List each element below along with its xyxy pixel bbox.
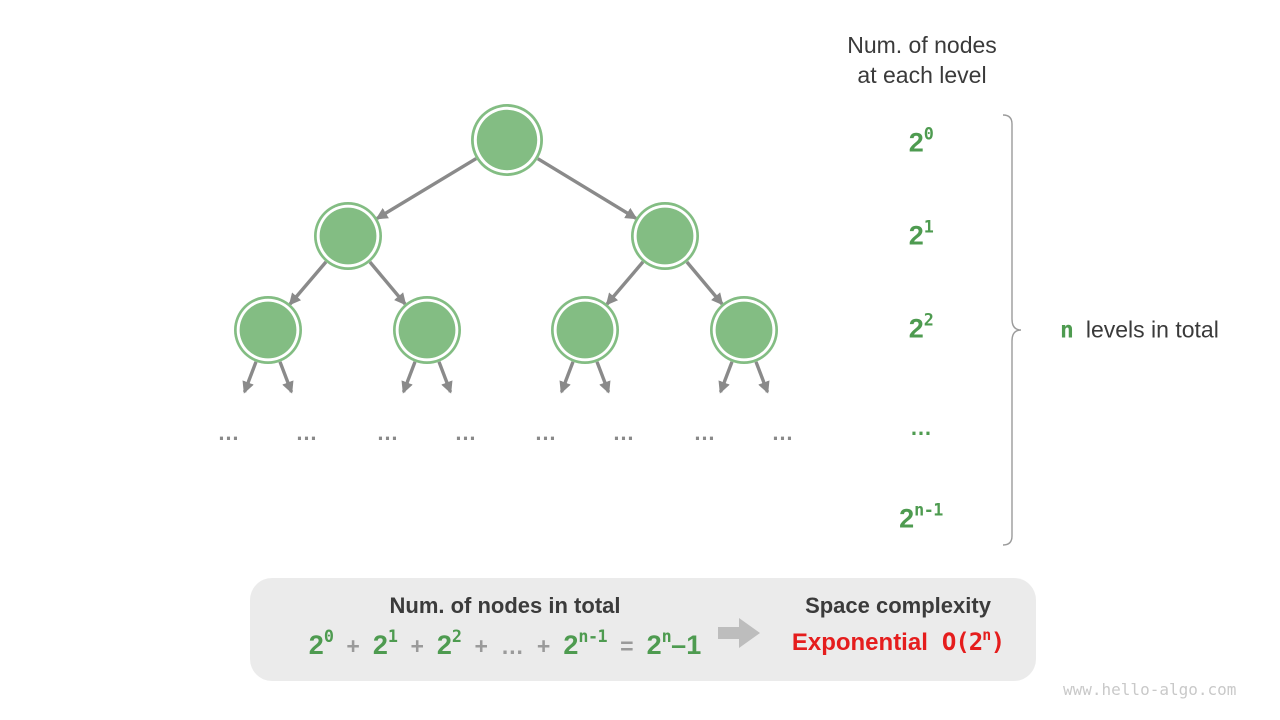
tree-ellipsis: … — [693, 420, 717, 445]
term-base: 2 — [436, 630, 452, 660]
level-count-exp: n-1 — [914, 499, 943, 520]
level-count-exp: 2 — [923, 309, 934, 330]
level-count-base: … — [910, 415, 932, 441]
tree-edge — [242, 361, 258, 394]
tree-node — [631, 202, 699, 270]
tree-edge — [401, 361, 417, 394]
tree-node — [314, 202, 382, 270]
tree-node-root — [471, 104, 543, 176]
tree-edges — [242, 157, 770, 394]
total-nodes-column: Num. of nodes in total 20 + 21 + 22 + … … — [266, 593, 744, 661]
level-count-base: 2 — [908, 127, 924, 158]
level-count-label: 22 — [858, 309, 984, 345]
formula-operator: + — [474, 633, 488, 659]
tree-nodes — [234, 104, 778, 364]
formula-ellipsis: … — [500, 633, 524, 659]
term-exp: n-1 — [578, 626, 608, 647]
tree-ellipsis: … — [217, 420, 241, 445]
level-count-exp: 0 — [923, 123, 934, 144]
formula-term: 2n-1 — [563, 626, 608, 661]
tree-node — [710, 296, 778, 364]
levels-column-header: Num. of nodes at each level — [790, 30, 1054, 90]
header-line-1: Num. of nodes — [847, 32, 997, 58]
tree-edge — [278, 361, 294, 394]
term-base: 2 — [372, 630, 388, 660]
tree-edge — [685, 260, 724, 306]
watermark: www.hello-algo.com — [1063, 680, 1237, 699]
level-count-label: 21 — [858, 216, 984, 252]
right-arrow-icon — [718, 618, 760, 648]
total-levels-text: levels in total — [1085, 316, 1219, 343]
term-base: 2 — [308, 630, 324, 660]
term-exp: n — [661, 626, 672, 647]
level-count-label: … — [858, 415, 984, 441]
header-line-2: at each level — [857, 62, 987, 88]
formula-operator: + — [410, 633, 424, 659]
tree-ellipsis: … — [454, 420, 478, 445]
big-o-notation: O(2n) — [941, 625, 1005, 656]
big-o-post: ) — [990, 628, 1005, 656]
formula-operator: + — [346, 633, 360, 659]
formula-term: 22 — [436, 626, 462, 661]
tree-edge — [754, 361, 770, 394]
tree-ellipsis: … — [376, 420, 400, 445]
formula-operator: + — [536, 633, 551, 659]
tree-node — [551, 296, 619, 364]
total-nodes-title: Num. of nodes in total — [389, 593, 621, 618]
curly-brace — [1002, 114, 1022, 546]
formula-term: 20 — [308, 626, 334, 661]
space-complexity-title: Space complexity — [805, 593, 991, 618]
formula-equals: = — [620, 633, 634, 659]
summary-box: Num. of nodes in total 20 + 21 + 22 + … … — [250, 578, 1036, 681]
big-o-exp: n — [982, 625, 991, 644]
level-count-base: 2 — [899, 503, 915, 534]
tree-node — [393, 296, 461, 364]
tree-edge — [595, 361, 611, 394]
term-exp: 0 — [323, 626, 334, 647]
tree-edge — [605, 260, 645, 306]
complexity-class-label: Exponential — [791, 629, 928, 656]
complexity-result: Exponential O(2n) — [774, 625, 1022, 657]
tree-edge — [536, 157, 638, 220]
tree-ellipsis: … — [612, 420, 636, 445]
tree-ellipsis: … — [295, 420, 319, 445]
big-o-pre: O(2 — [941, 628, 983, 656]
term-base: 2 — [646, 630, 662, 660]
tree-edge — [368, 260, 407, 306]
tree-edge — [375, 157, 478, 220]
n-variable: n — [1060, 317, 1074, 344]
term-exp: 2 — [451, 626, 462, 647]
formula-term: 21 — [372, 626, 398, 661]
term-base: 2 — [563, 630, 579, 660]
level-count-base: 2 — [908, 313, 924, 344]
tree-edge — [437, 361, 453, 394]
level-count-label: 20 — [858, 123, 984, 159]
tree-edge — [288, 260, 328, 306]
formula-result-term: 2n–1 — [646, 626, 702, 661]
term-tail: –1 — [671, 630, 702, 660]
tree-node — [234, 296, 302, 364]
space-complexity-column: Space complexity Exponential O(2n) — [774, 593, 1022, 657]
level-count-exp: 1 — [923, 216, 934, 237]
tree-ellipsis: … — [771, 420, 795, 445]
level-count-base: 2 — [908, 220, 924, 251]
total-levels-label: n levels in total — [1060, 317, 1219, 344]
tree-edge — [559, 361, 575, 394]
level-count-label: 2n-1 — [858, 499, 984, 535]
tree-edge — [718, 361, 734, 394]
total-nodes-formula: 20 + 21 + 22 + … + 2n-1 = 2n–1 — [266, 626, 744, 661]
tree-ellipsis: … — [534, 420, 558, 445]
term-exp: 1 — [387, 626, 398, 647]
